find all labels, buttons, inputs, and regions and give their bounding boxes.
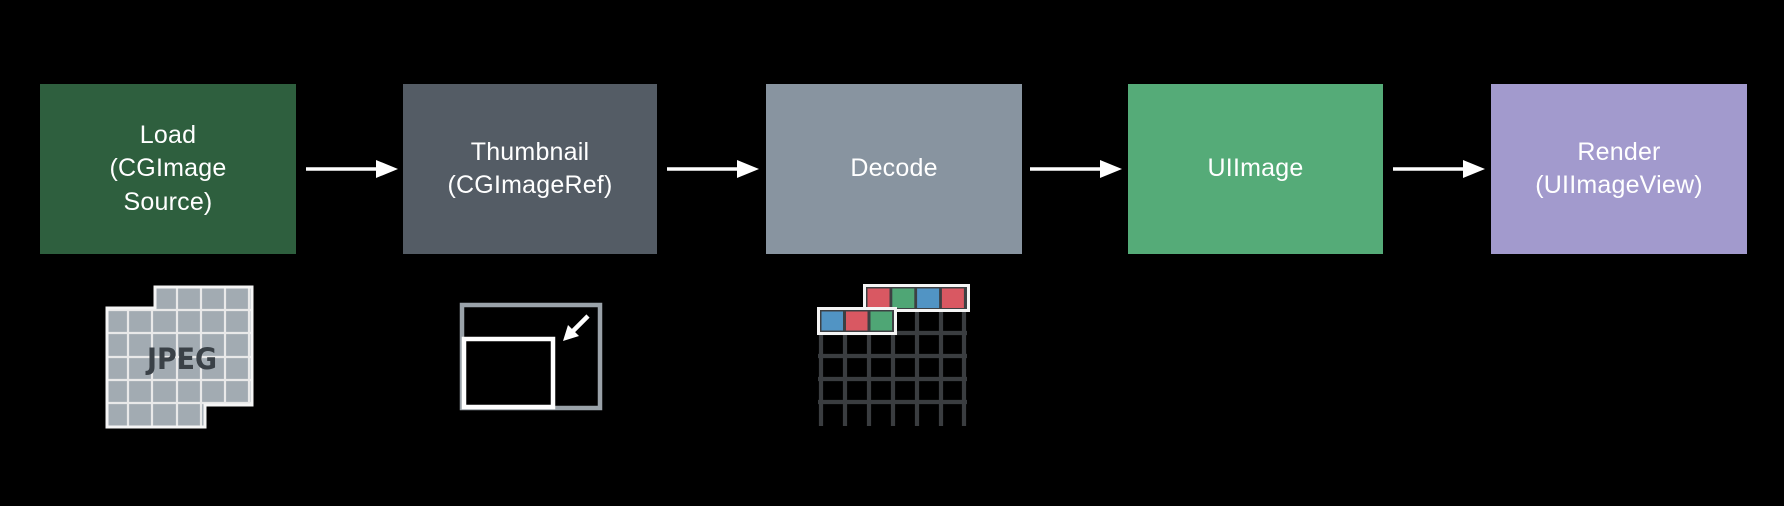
jpeg-outline: [105, 285, 254, 429]
arrow-head: [1463, 160, 1485, 178]
stage-box-decode: Decode: [766, 84, 1022, 254]
thumbnail-downscale-icon: [459, 302, 603, 411]
pixel-grid-icon: [817, 284, 970, 426]
stage-box-render: Render (UIImageView): [1491, 84, 1747, 254]
full-image-frame: [459, 302, 603, 411]
decoded-pixels-row1: [863, 284, 970, 312]
jpeg-label: JPEG: [145, 342, 217, 376]
decoded-pixels-row2: [817, 307, 897, 335]
jpeg-grid-lines: [107, 287, 252, 427]
pixel-cell-red: [846, 311, 868, 331]
arrow-head: [1100, 160, 1122, 178]
stage-label-uiimage: UIImage: [1207, 154, 1304, 183]
pixel-cell-green: [870, 311, 892, 331]
pixel-cell-green: [892, 288, 915, 308]
arrow-head: [376, 160, 398, 178]
jpeg-file-icon: JPEG: [105, 285, 254, 429]
pixel-cell-blue: [917, 288, 940, 308]
flow-arrow-icon: [667, 160, 759, 178]
downscale-arrow-head: [563, 325, 579, 341]
flow-arrow-icon: [306, 160, 398, 178]
stage-box-load: Load (CGImage Source): [40, 84, 296, 254]
pixel-cell-blue: [821, 311, 843, 331]
downscale-arrow-shaft: [570, 314, 590, 334]
stage-label-decode: Decode: [850, 154, 938, 183]
stage-box-uiimage: UIImage: [1128, 84, 1383, 254]
stage-box-thumbnail: Thumbnail (CGImageRef): [403, 84, 657, 254]
flow-arrow-icon: [1030, 160, 1122, 178]
flow-arrow-icon: [1393, 160, 1485, 178]
pixel-cell-red: [941, 288, 964, 308]
thumbnail-frame: [461, 336, 556, 410]
stage-label-load: Load (CGImage Source): [109, 120, 227, 216]
pixel-cell-red: [867, 288, 890, 308]
stage-label-render: Render (UIImageView): [1535, 137, 1703, 200]
stage-label-thumbnail: Thumbnail (CGImageRef): [447, 137, 613, 200]
arrow-head: [737, 160, 759, 178]
